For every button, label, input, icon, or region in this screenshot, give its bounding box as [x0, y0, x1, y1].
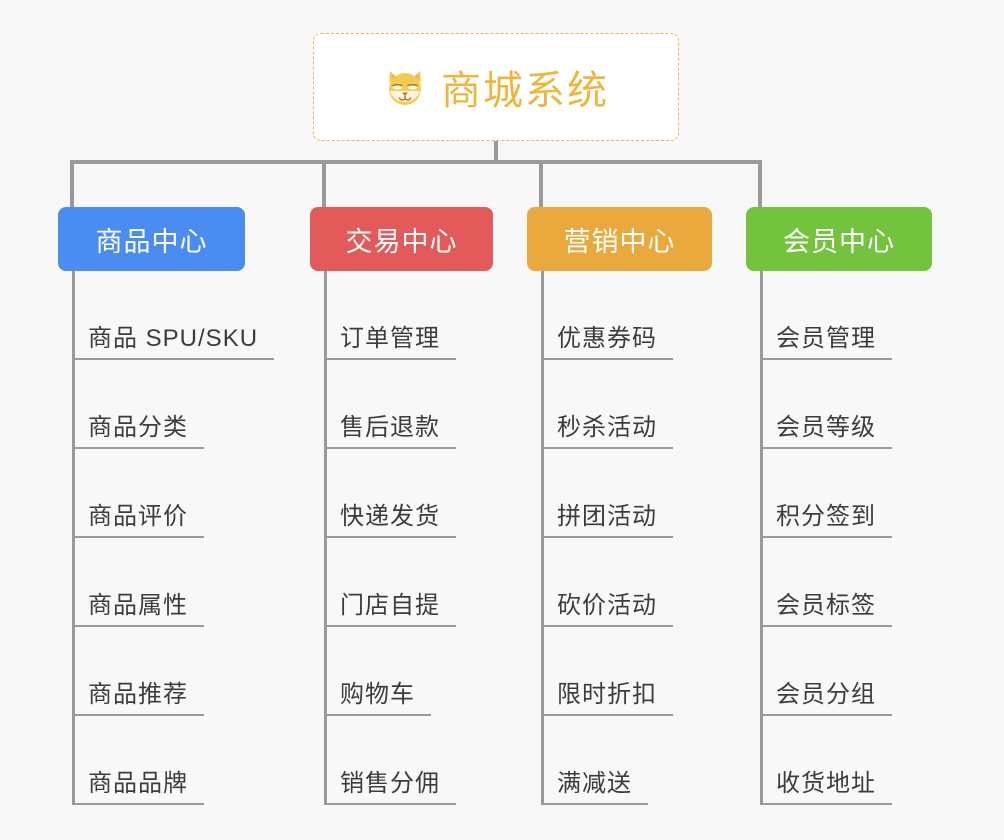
leaf-node[interactable]: 商品分类 — [72, 360, 204, 449]
leaf-label: 商品属性 — [88, 591, 188, 619]
leaf-node[interactable]: 门店自提 — [324, 538, 456, 627]
branch-drop-connector-4 — [758, 160, 762, 207]
leaf-node[interactable]: 积分签到 — [760, 449, 892, 538]
leaf-node[interactable]: 商品 SPU/SKU — [72, 271, 275, 360]
branch-spine — [760, 271, 763, 805]
leaf-label: 优惠券码 — [557, 324, 657, 352]
leaf-node[interactable]: 优惠券码 — [541, 271, 673, 360]
branch-column: 会员中心会员管理会员等级积分签到会员标签会员分组收货地址 — [746, 207, 932, 805]
leaf-node[interactable]: 砍价活动 — [541, 538, 673, 627]
leaf-label: 订单管理 — [340, 324, 440, 352]
branch-column: 商品中心商品 SPU/SKU 商品分类商品评价商品属性商品推荐商品品牌 — [58, 207, 275, 805]
leaf-label: 满减送 — [557, 769, 632, 797]
horizontal-bus-connector — [70, 160, 762, 164]
root-node[interactable]: 商城系统 — [313, 33, 679, 141]
leaf-label: 秒杀活动 — [557, 413, 657, 441]
leaf-node[interactable]: 商品推荐 — [72, 627, 204, 716]
leaf-node[interactable]: 秒杀活动 — [541, 360, 673, 449]
branch-header-1[interactable]: 商品中心 — [58, 207, 245, 271]
leaf-label: 商品 SPU/SKU — [88, 324, 259, 352]
branch-drop-connector-3 — [539, 160, 543, 207]
branch-column: 交易中心订单管理售后退款快递发货门店自提购物车销售分佣 — [310, 207, 493, 805]
leaf-label: 会员标签 — [776, 591, 876, 619]
branch-header-3[interactable]: 营销中心 — [527, 207, 712, 271]
leaf-node[interactable]: 销售分佣 — [324, 716, 456, 805]
leaf-node[interactable]: 会员标签 — [760, 538, 892, 627]
branch-spine — [541, 271, 544, 805]
leaf-node[interactable]: 会员管理 — [760, 271, 892, 360]
leaf-label: 购物车 — [340, 680, 415, 708]
leaf-node[interactable]: 商品评价 — [72, 449, 204, 538]
root-title: 商城系统 — [441, 69, 609, 113]
branch-spine — [324, 271, 327, 805]
leaf-label: 限时折扣 — [557, 680, 657, 708]
leaf-node[interactable]: 售后退款 — [324, 360, 456, 449]
leaf-label: 售后退款 — [340, 413, 440, 441]
leaf-label: 商品推荐 — [88, 680, 188, 708]
leaf-node[interactable]: 拼团活动 — [541, 449, 673, 538]
leaf-label: 商品品牌 — [88, 769, 188, 797]
leaf-node[interactable]: 商品属性 — [72, 538, 204, 627]
leaf-label: 积分签到 — [776, 502, 876, 530]
leaf-label: 收货地址 — [776, 769, 876, 797]
branch-drop-connector-1 — [70, 160, 74, 207]
leaf-label: 快递发货 — [340, 502, 440, 530]
leaf-label: 会员管理 — [776, 324, 876, 352]
leaf-label: 会员等级 — [776, 413, 876, 441]
leaf-node[interactable]: 订单管理 — [324, 271, 456, 360]
leaf-node[interactable]: 限时折扣 — [541, 627, 673, 716]
branch-column: 营销中心优惠券码秒杀活动拼团活动砍价活动限时折扣满减送 — [527, 207, 712, 805]
leaf-label: 会员分组 — [776, 680, 876, 708]
branch-drop-connector-2 — [322, 160, 326, 207]
leaf-node[interactable]: 快递发货 — [324, 449, 456, 538]
branch-header-4[interactable]: 会员中心 — [746, 207, 932, 271]
shiba-dog-face-icon — [383, 65, 427, 109]
leaf-label: 商品分类 — [88, 413, 188, 441]
leaf-node[interactable]: 会员等级 — [760, 360, 892, 449]
leaf-label: 砍价活动 — [557, 591, 657, 619]
root-stem-connector — [494, 141, 498, 164]
leaf-node[interactable]: 购物车 — [324, 627, 431, 716]
leaf-node[interactable]: 满减送 — [541, 716, 648, 805]
leaf-node[interactable]: 商品品牌 — [72, 716, 204, 805]
leaf-label: 拼团活动 — [557, 502, 657, 530]
leaf-node[interactable]: 收货地址 — [760, 716, 892, 805]
leaf-label: 门店自提 — [340, 591, 440, 619]
leaf-label: 销售分佣 — [340, 769, 440, 797]
leaf-node[interactable]: 会员分组 — [760, 627, 892, 716]
branch-spine — [72, 271, 75, 805]
leaf-label: 商品评价 — [88, 502, 188, 530]
branch-header-2[interactable]: 交易中心 — [310, 207, 493, 271]
